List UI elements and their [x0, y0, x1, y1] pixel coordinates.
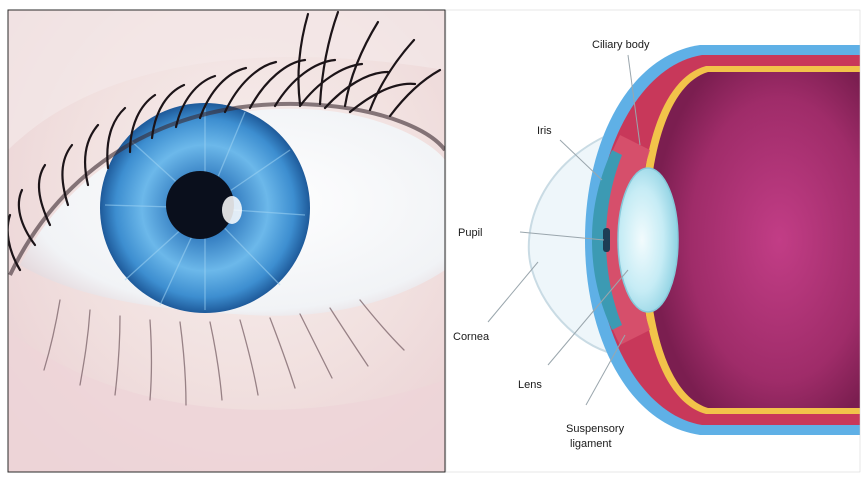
label-lens: Lens [518, 379, 542, 391]
eye-cross-section [446, 10, 860, 472]
vitreous-body [648, 72, 860, 408]
label-pupil: Pupil [458, 227, 482, 239]
lens-shape [618, 168, 678, 312]
label-suspensory-1: Suspensory [566, 423, 625, 435]
label-ciliary-body: Ciliary body [592, 39, 650, 51]
label-suspensory-2: ligament [570, 438, 612, 450]
eye-photo [8, 10, 445, 472]
label-iris: Iris [537, 125, 552, 137]
pupil-shape [603, 228, 610, 252]
label-cornea: Cornea [453, 331, 490, 343]
